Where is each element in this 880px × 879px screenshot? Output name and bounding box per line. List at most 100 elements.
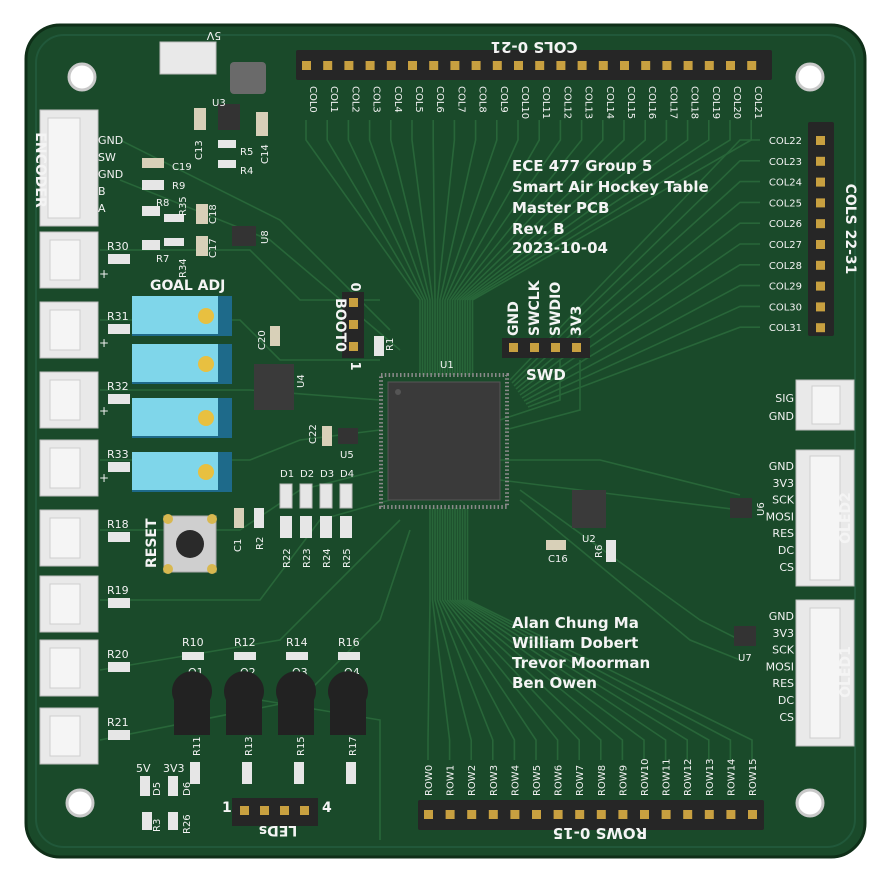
sig-connector[interactable]: SIG GND: [769, 379, 855, 431]
col-top-pin-label: COL10: [519, 86, 530, 119]
designator-r3: R3: [152, 819, 163, 832]
led: [279, 483, 293, 509]
designator-r18: R18: [107, 518, 129, 531]
oled1-pin-label: GND: [769, 610, 794, 623]
resistor: [108, 324, 130, 334]
designator-r7: R7: [156, 254, 169, 265]
author-3: Trevor Moorman: [512, 654, 650, 672]
resistor: [234, 652, 256, 660]
designator-r21: R21: [107, 716, 129, 729]
resistor: [108, 462, 130, 472]
info-line-3: Master PCB: [512, 199, 609, 217]
designator-r14: R14: [286, 636, 308, 649]
plus-signs: + + + +: [99, 267, 109, 485]
designator-r23: R23: [302, 548, 313, 568]
col-top-pin-label: COL21: [752, 86, 763, 119]
boot0-jumper[interactable]: BOOT0 0 1 R1: [332, 282, 396, 370]
col-top-pin-label: COL16: [646, 86, 657, 119]
authors-block: Alan Chung Ma William Dobert Trevor Moor…: [512, 614, 650, 692]
designator-u8: U8: [260, 230, 271, 244]
boot0-pin-0: 0: [347, 282, 362, 291]
encoder-pin-a: A: [98, 202, 106, 215]
mcu-u1[interactable]: U1: [379, 360, 509, 509]
col-top-pin-label: COL8: [477, 86, 488, 113]
transistor-body: [172, 671, 212, 735]
col-top-pin-label: COL7: [455, 86, 466, 113]
swd-header[interactable]: GND SWCLK SWDIO 3V3 SWD: [502, 279, 590, 384]
led: [339, 483, 353, 509]
oled1-label: OLED1: [838, 646, 854, 698]
sig-pin-gnd: GND: [769, 410, 794, 423]
designator-r2: R2: [255, 537, 266, 550]
oled1-pin-label: MOSI: [766, 660, 794, 673]
reset-button[interactable]: RESET: [144, 514, 217, 574]
swd-pin-swdio: SWDIO: [548, 282, 564, 336]
swd-pin-swclk: SWCLK: [527, 279, 543, 336]
power-leds: 5V 3V3 D5 D6 R3 R26: [136, 762, 193, 834]
goal-adj-label: GOAL ADJ: [150, 278, 225, 294]
copper-traces: [99, 120, 760, 840]
boot0-pin-1: 1: [347, 361, 362, 370]
designator-r9: R9: [172, 181, 185, 192]
designator-r33: R33: [107, 448, 129, 461]
designator-c17: C17: [208, 238, 219, 258]
col-top-pin-label: COL5: [413, 86, 424, 113]
header-cols-22-31-label: COLS 22-31: [842, 184, 858, 275]
col-top-pin-label: COL11: [540, 86, 551, 119]
oled1-pin-label: RES: [772, 677, 794, 690]
designator-c22: C22: [308, 424, 319, 444]
designator-u1: U1: [440, 360, 454, 371]
potentiometer-knob[interactable]: [198, 464, 214, 480]
header-cols-0-21-label: COLS 0-21: [491, 38, 578, 56]
plus-sign-1: +: [99, 267, 109, 281]
col-top-pin-label: COL1: [328, 86, 339, 113]
resistor: [242, 762, 252, 784]
row-pin-label: ROW5: [532, 765, 543, 796]
goal-adj-pots[interactable]: GOAL ADJ: [132, 278, 232, 492]
col-top-pin-label: COL2: [349, 86, 360, 113]
designator-u5: U5: [340, 450, 354, 461]
plus-sign-4: +: [99, 471, 109, 485]
resistor: [286, 652, 308, 660]
potentiometer-knob[interactable]: [198, 410, 214, 426]
designator-r16: R16: [338, 636, 360, 649]
designator-u4: U4: [296, 374, 307, 388]
col-top-pin-label: COL14: [604, 86, 615, 119]
designator-r20: R20: [107, 648, 129, 661]
resistor: [280, 516, 292, 538]
info-line-4: Rev. B: [512, 220, 565, 238]
col-right-pin-label: COL28: [769, 261, 802, 272]
oled2-pin-label: 3V3: [772, 477, 794, 490]
designator-r13: R13: [244, 736, 255, 756]
designator-r35: R35: [178, 196, 189, 216]
potentiometer-knob[interactable]: [198, 356, 214, 372]
col-top-pin-label: COL4: [392, 86, 403, 113]
row-pin-label: ROW0: [424, 765, 435, 796]
col-top-pin-label: COL12: [561, 86, 572, 119]
label-5v: 5V: [136, 762, 151, 775]
designator-r17: R17: [348, 736, 359, 756]
leds-pin-4: 4: [322, 800, 332, 816]
row-pin-label: ROW3: [489, 765, 500, 796]
leds-header[interactable]: 1 4 LEDs: [222, 798, 332, 838]
row-pin-label: ROW6: [554, 765, 565, 796]
designator-d2: D2: [300, 469, 314, 480]
designator-r12: R12: [234, 636, 256, 649]
potentiometer-knob[interactable]: [198, 308, 214, 324]
col-right-pin-label: COL25: [769, 198, 802, 209]
oled2-pin-label: SCK: [772, 494, 795, 507]
row-pin-label: ROW8: [597, 765, 608, 796]
header-cols-22-31[interactable]: COL22COL23COL24COL25COL26COL27COL28COL29…: [769, 122, 858, 336]
col-top-pin-label: COL20: [731, 86, 742, 119]
oled1-pin-label: DC: [778, 694, 794, 707]
encoder-connector[interactable]: ENCODER GND SW GND B A: [32, 109, 123, 227]
resistor: [294, 762, 304, 784]
resistor: [108, 254, 130, 264]
designator-d6: D6: [182, 782, 193, 796]
resistor: [108, 662, 130, 672]
